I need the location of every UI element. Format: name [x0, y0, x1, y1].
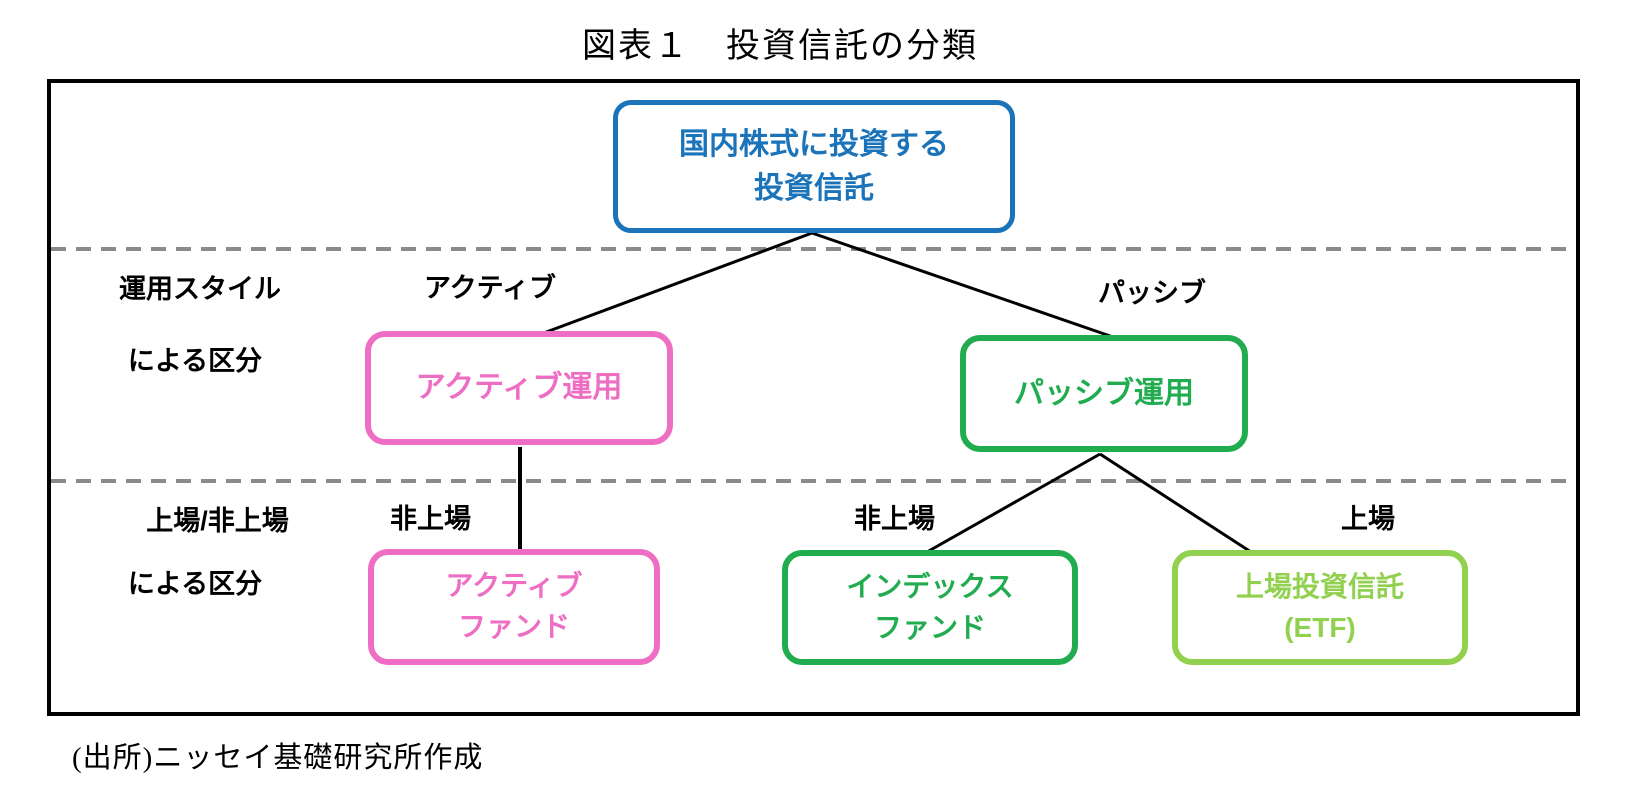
branch-label-active: アクティブ	[423, 273, 557, 303]
node-root-domestic-equity-fund: 国内株式に投資する 投資信託	[613, 100, 1015, 233]
side-label-listing-line1: 上場/非上場	[146, 506, 289, 536]
side-label-style-line1: 運用スタイル	[119, 274, 281, 304]
branch-label-passive: パッシブ	[1098, 278, 1206, 308]
node-etf: 上場投資信託 (ETF)	[1172, 550, 1468, 665]
branch-label-unlisted-middle: 非上場	[854, 504, 935, 534]
side-label-style-line2: による区分	[127, 346, 263, 376]
source-caption: (出所)ニッセイ基礎研究所作成	[72, 742, 484, 774]
branch-label-unlisted-left: 非上場	[390, 504, 471, 534]
diagram-frame	[47, 79, 1580, 716]
node-index-fund: インデックス ファンド	[782, 550, 1078, 665]
branch-label-listed: 上場	[1341, 504, 1395, 534]
node-passive-management: パッシブ運用	[960, 335, 1248, 452]
node-active-management: アクティブ運用	[365, 331, 673, 445]
figure-title: 図表１ 投資信託の分類	[582, 28, 978, 65]
node-active-fund: アクティブ ファンド	[368, 549, 660, 665]
side-label-listing-line2: による区分	[127, 569, 263, 599]
